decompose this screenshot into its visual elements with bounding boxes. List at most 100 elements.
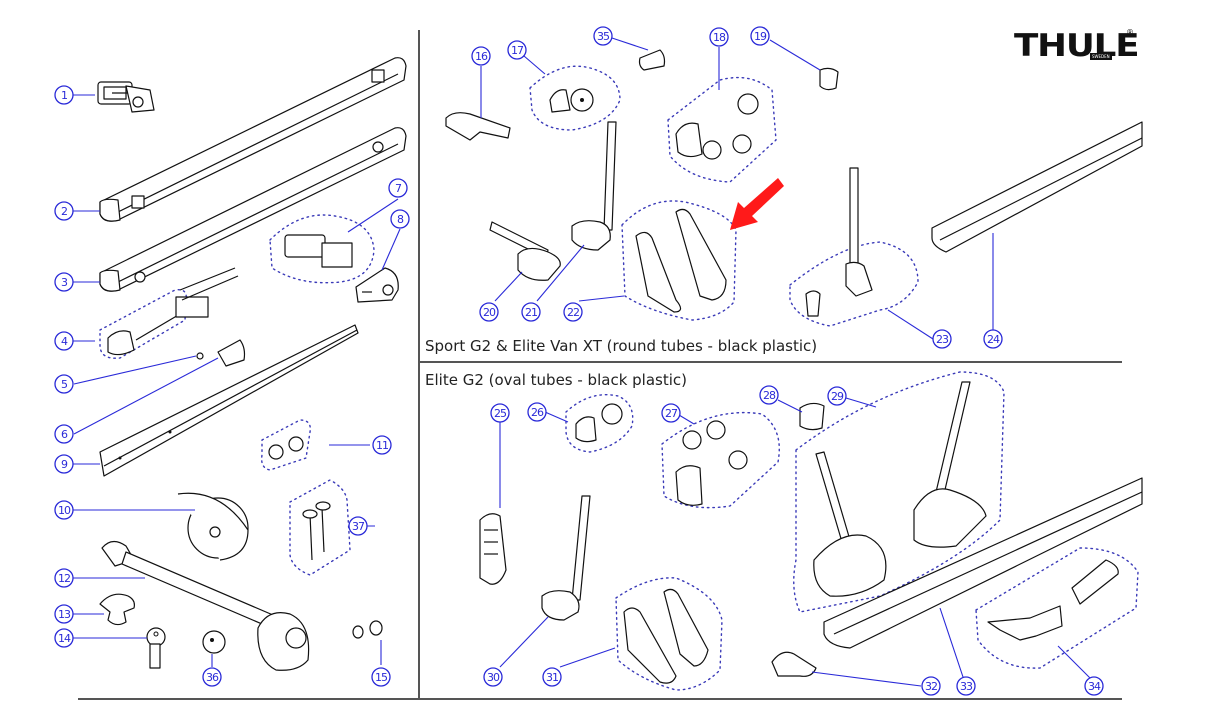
part-19 <box>819 67 839 91</box>
callout-20: 20 <box>479 302 499 322</box>
callout-number: 32 <box>925 680 937 693</box>
callout-circle <box>54 628 74 648</box>
callout-number: 26 <box>531 406 544 419</box>
callout-circle <box>527 402 547 422</box>
callout-22: 22 <box>563 302 583 322</box>
part-32 <box>771 651 817 677</box>
part-36 <box>202 630 226 654</box>
callout-number: 6 <box>61 428 68 441</box>
callout-number: 11 <box>376 439 388 452</box>
callout-24: 24 <box>983 329 1003 349</box>
callout-number: 16 <box>475 50 488 63</box>
part-25 <box>479 513 507 585</box>
callout-circle <box>372 435 392 455</box>
part-6 <box>217 339 246 367</box>
callout-23: 23 <box>932 329 952 349</box>
part-21 <box>571 121 617 251</box>
callout-circle <box>54 272 74 292</box>
callout-number: 18 <box>713 31 726 44</box>
callout-25: 25 <box>490 403 510 423</box>
callout-circle <box>54 454 74 474</box>
callout-number: 15 <box>375 671 388 684</box>
callout-19: 19 <box>750 26 770 46</box>
callout-circle <box>593 26 613 46</box>
callout-number: 9 <box>61 458 68 471</box>
part-2 <box>99 57 407 222</box>
callout-number: 31 <box>546 671 558 684</box>
part-11 <box>260 419 311 471</box>
part-7 <box>269 214 375 284</box>
callout-number: 34 <box>1088 680 1101 693</box>
callout-circle <box>54 604 74 624</box>
callout-6: 6 <box>54 424 74 444</box>
callout-circle <box>661 403 681 423</box>
section-title-sport-g2: Sport G2 & Elite Van XT (round tubes - b… <box>425 337 818 355</box>
part-28 <box>799 402 825 431</box>
part-12 <box>101 540 310 671</box>
callout-4: 4 <box>54 331 74 351</box>
highlight-arrow <box>730 178 784 230</box>
part-20 <box>489 221 561 281</box>
callout-number: 33 <box>960 680 973 693</box>
leader-lines <box>73 37 1093 687</box>
part-29 <box>793 371 1005 613</box>
callout-number: 24 <box>987 333 1000 346</box>
part-31 <box>615 577 723 691</box>
part-23 <box>789 167 919 327</box>
callout-circle <box>202 667 222 687</box>
callout-number: 23 <box>936 333 949 346</box>
callout-number: 7 <box>395 182 402 195</box>
callout-circle <box>542 667 562 687</box>
part-24 <box>931 121 1143 253</box>
part-27 <box>661 411 780 509</box>
part-15 <box>352 620 383 639</box>
callout-number: 17 <box>511 44 524 57</box>
logo-subtitle: SWEDEN <box>1090 53 1112 60</box>
callout-33: 33 <box>956 676 976 696</box>
callout-18: 18 <box>709 27 729 47</box>
callout-27: 27 <box>661 403 681 423</box>
callout-number: 22 <box>567 306 579 319</box>
callout-circle <box>54 374 74 394</box>
callout-circle <box>471 46 491 66</box>
part-18 <box>667 76 777 183</box>
callout-circle <box>507 40 527 60</box>
callout-34: 34 <box>1084 676 1104 696</box>
callout-circle <box>54 85 74 105</box>
callout-13: 13 <box>54 604 74 624</box>
part-30 <box>541 495 591 621</box>
part-17 <box>529 65 621 131</box>
callout-10: 10 <box>54 500 74 520</box>
callout-circle <box>54 201 74 221</box>
callout-number: 14 <box>58 632 71 645</box>
part-35 <box>638 49 666 71</box>
callout-number: 8 <box>397 213 404 226</box>
callout-number: 19 <box>754 30 767 43</box>
callout-circle <box>750 26 770 46</box>
callout-circle <box>709 27 729 47</box>
callout-29: 29 <box>827 386 847 406</box>
part-14 <box>146 627 166 669</box>
callout-circle <box>479 302 499 322</box>
callout-circle <box>54 424 74 444</box>
callout-7: 7 <box>388 178 408 198</box>
callout-30: 30 <box>483 667 503 687</box>
callout-3: 3 <box>54 272 74 292</box>
part-10 <box>177 492 249 561</box>
callout-number: 20 <box>483 306 496 319</box>
callout-9: 9 <box>54 454 74 474</box>
callout-number: 37 <box>352 520 365 533</box>
section-title-elite-g2: Elite G2 (oval tubes - black plastic) <box>425 371 687 389</box>
registered-mark: ® <box>1126 28 1134 37</box>
callout-11: 11 <box>372 435 392 455</box>
part-33 <box>823 477 1143 649</box>
callout-circle <box>490 403 510 423</box>
callout-number: 3 <box>61 276 68 289</box>
callout-circle <box>390 209 410 229</box>
callout-number: 29 <box>831 390 844 403</box>
callout-circle <box>921 676 941 696</box>
part-1 <box>97 81 155 113</box>
part-16 <box>445 112 511 141</box>
callout-14: 14 <box>54 628 74 648</box>
